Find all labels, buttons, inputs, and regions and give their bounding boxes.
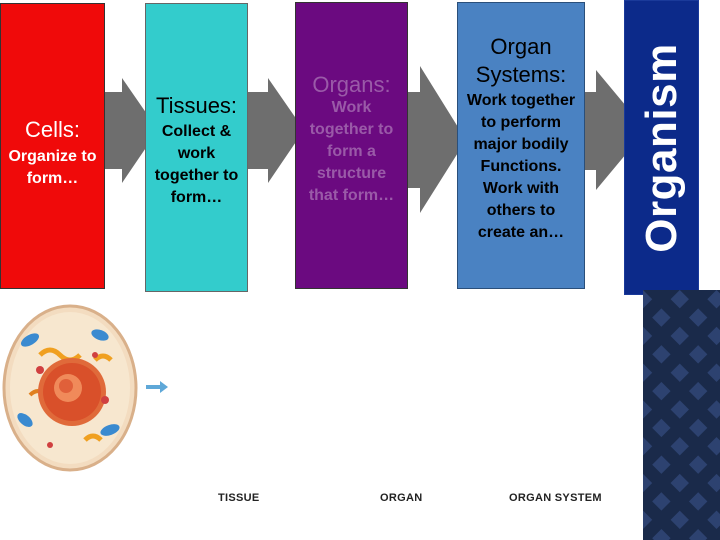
- organ-systems-panel: Organ Systems: Work together to perform …: [457, 2, 585, 289]
- arrow-tissues-to-organs: [247, 78, 304, 183]
- organs-panel: Organs: Work together to form a structur…: [295, 2, 408, 289]
- organ-systems-body: Work together to perform major bodily Fu…: [466, 92, 576, 241]
- cells-body: Organize to form…: [8, 148, 97, 187]
- arrow-systems-to-organism: [584, 70, 646, 190]
- label-tissue: TISSUE: [218, 492, 260, 504]
- cells-title: Cells:: [24, 117, 80, 142]
- tissues-body: Collect & work together to form…: [154, 123, 239, 206]
- right-arrow-icon: [146, 381, 168, 393]
- decorative-pattern: [643, 290, 720, 540]
- organism-title: Organism: [636, 43, 686, 253]
- animal-cell-illustration: [2, 304, 138, 472]
- label-organ-system: ORGAN SYSTEM: [509, 492, 602, 504]
- organ-systems-title: Organ Systems:: [475, 34, 567, 87]
- arrow-cells-to-tissues: [104, 78, 158, 183]
- tissues-panel: Tissues: Collect & work together to form…: [145, 3, 248, 292]
- organs-body: Work together to form a structure that f…: [308, 99, 395, 204]
- tissues-title: Tissues:: [155, 93, 238, 118]
- cells-panel: Cells: Organize to form…: [0, 3, 105, 289]
- organs-title: Organs:: [312, 72, 391, 97]
- organism-panel: Organism: [624, 0, 699, 295]
- label-organ: ORGAN: [380, 492, 423, 504]
- arrow-organs-to-systems: [407, 66, 466, 213]
- flow-arrows: [104, 66, 646, 213]
